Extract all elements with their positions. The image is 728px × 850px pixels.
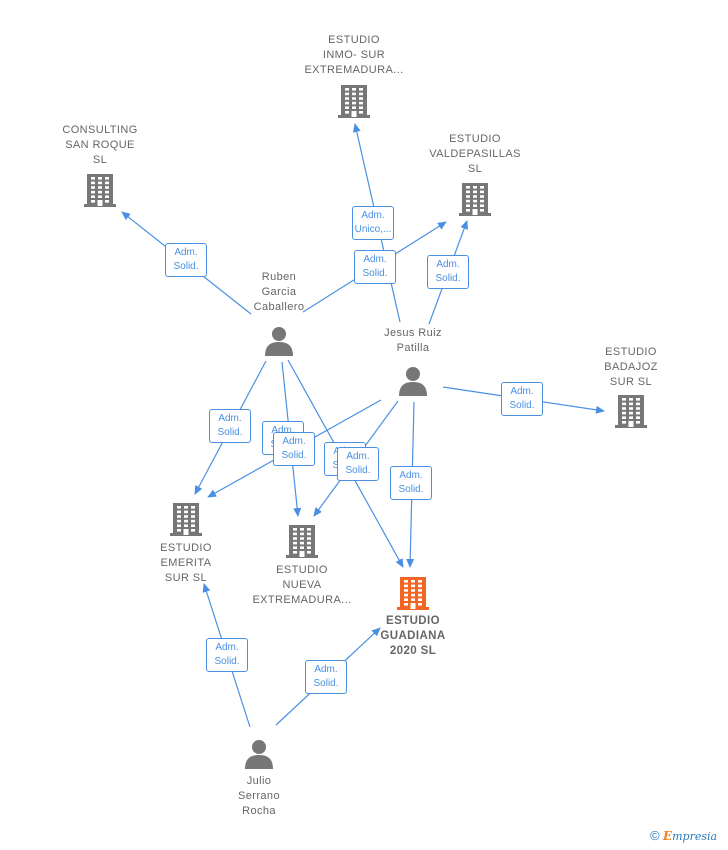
edge-label-line: Solid.	[362, 268, 388, 279]
brand-initial: E	[662, 829, 673, 843]
guadiana-label-line: GUADIANA	[380, 630, 446, 642]
edge-label-line: Solid.	[214, 656, 240, 667]
jesus-person-icon[interactable]	[397, 365, 429, 402]
edge-label-box[interactable]: Adm. Unico,...	[352, 206, 394, 240]
valdepasillas-label[interactable]: ESTUDIO VALDEPASILLAS SL	[395, 132, 555, 177]
julio-label-line: Julio	[246, 775, 272, 787]
inmo_sur-label-line: EXTREMADURA...	[304, 64, 404, 76]
edge-label-line: Adm.	[271, 425, 295, 436]
guadiana-label-line: ESTUDIO	[386, 615, 440, 627]
edge-label-line: Solid.	[313, 678, 339, 689]
guadiana-label-line: 2020 SL	[389, 645, 437, 657]
edge-label-box[interactable]: Adm. Solid.	[390, 466, 432, 500]
edge-label-box[interactable]: Adm. Solid.	[427, 255, 469, 289]
guadiana-building-icon[interactable]	[396, 575, 430, 616]
edge-label-box[interactable]: Adm. Solid.	[501, 382, 543, 416]
edge-label-line: Adm.	[215, 642, 239, 653]
edge-label-box[interactable]: Adm. Solid.	[354, 250, 396, 284]
valdepasillas-label-line: SL	[467, 163, 483, 175]
edge-label-box[interactable]: Adm. Solid.	[165, 243, 207, 277]
emerita-label[interactable]: ESTUDIO EMERITA SUR SL	[106, 541, 266, 586]
badajoz-label-line: ESTUDIO	[605, 346, 657, 358]
brand-name: mpresia	[672, 830, 718, 843]
edge-label-line: Solid.	[217, 427, 243, 438]
footer-brand: © Empresia	[650, 828, 717, 843]
consulting-label-line: SAN ROQUE	[65, 139, 135, 151]
copyright-symbol: ©	[650, 828, 660, 843]
jesus-label-line: Jesus Ruiz	[384, 327, 442, 339]
edge-label-line: Unico,...	[354, 224, 392, 235]
edge-label-line: Solid.	[398, 484, 424, 495]
edge-label-box[interactable]: Adm. Solid.	[209, 409, 251, 443]
edge-label-line: Adm.	[346, 451, 370, 462]
nueva-label-line: ESTUDIO	[276, 564, 328, 576]
ruben-label-line: Ruben	[261, 271, 297, 283]
edge-label-line: Adm.	[399, 470, 423, 481]
valdepasillas-building-icon[interactable]	[458, 181, 492, 222]
edge-label-line: Adm.	[436, 259, 460, 270]
ruben-label-line: Caballero	[253, 301, 305, 313]
edge-label-line: Adm.	[314, 664, 338, 675]
valdepasillas-label-line: VALDEPASILLAS	[429, 148, 521, 160]
valdepasillas-label-line: ESTUDIO	[449, 133, 501, 145]
badajoz-label-line: SUR SL	[609, 376, 653, 388]
edge-label-box[interactable]: Adm. Solid.	[206, 638, 248, 672]
consulting-label-line: CONSULTING	[62, 124, 138, 136]
nueva-label[interactable]: ESTUDIO NUEVA EXTREMADURA...	[222, 563, 382, 608]
ruben-label-line: Garcia	[261, 286, 297, 298]
inmo_sur-label[interactable]: ESTUDIO INMO- SUR EXTREMADURA...	[274, 33, 434, 78]
edge-label-box[interactable]: Adm. Solid.	[273, 432, 315, 466]
edge-label-line: Adm.	[363, 254, 387, 265]
julio-label-line: Rocha	[242, 805, 276, 817]
nueva-building-icon[interactable]	[285, 523, 319, 564]
consulting-label-line: SL	[92, 154, 108, 166]
nueva-label-line: EXTREMADURA...	[252, 594, 352, 606]
nueva-label-line: NUEVA	[282, 579, 322, 591]
edge-label-line: Adm.	[361, 210, 385, 221]
edge-label-line: Solid.	[345, 465, 371, 476]
emerita-label-line: ESTUDIO	[160, 542, 212, 554]
edge-label-line: Adm.	[510, 386, 534, 397]
edge-label-box[interactable]: Adm. Solid.	[305, 660, 347, 694]
edge-label-line: Adm.	[282, 436, 306, 447]
edge-label-line: Solid.	[435, 273, 461, 284]
edge-label-line: Solid.	[281, 450, 307, 461]
edge-label-line: Adm.	[174, 247, 198, 258]
edge-label-line: Adm.	[218, 413, 242, 424]
inmo_sur-label-line: ESTUDIO	[328, 34, 380, 46]
edge-label-line: Solid.	[509, 400, 535, 411]
julio-label-line: Serrano	[238, 790, 280, 802]
ruben-person-icon[interactable]	[263, 325, 295, 362]
emerita-label-line: EMERITA	[160, 557, 212, 569]
consulting-building-icon[interactable]	[83, 172, 117, 213]
inmo_sur-building-icon[interactable]	[337, 83, 371, 124]
emerita-label-line: SUR SL	[164, 572, 208, 584]
badajoz-building-icon[interactable]	[614, 393, 648, 434]
jesus-label-line: Patilla	[396, 342, 430, 354]
badajoz-label[interactable]: ESTUDIO BADAJOZ SUR SL	[551, 345, 711, 390]
guadiana-label[interactable]: ESTUDIO GUADIANA 2020 SL	[333, 614, 493, 659]
badajoz-label-line: BADAJOZ	[604, 361, 658, 373]
inmo_sur-label-line: INMO- SUR	[322, 49, 386, 61]
julio-person-icon[interactable]	[243, 738, 275, 775]
emerita-building-icon[interactable]	[169, 501, 203, 542]
edge-label-box[interactable]: Adm. Solid.	[337, 447, 379, 481]
edge-label-line: Solid.	[173, 261, 199, 272]
consulting-label[interactable]: CONSULTING SAN ROQUE SL	[20, 123, 180, 168]
